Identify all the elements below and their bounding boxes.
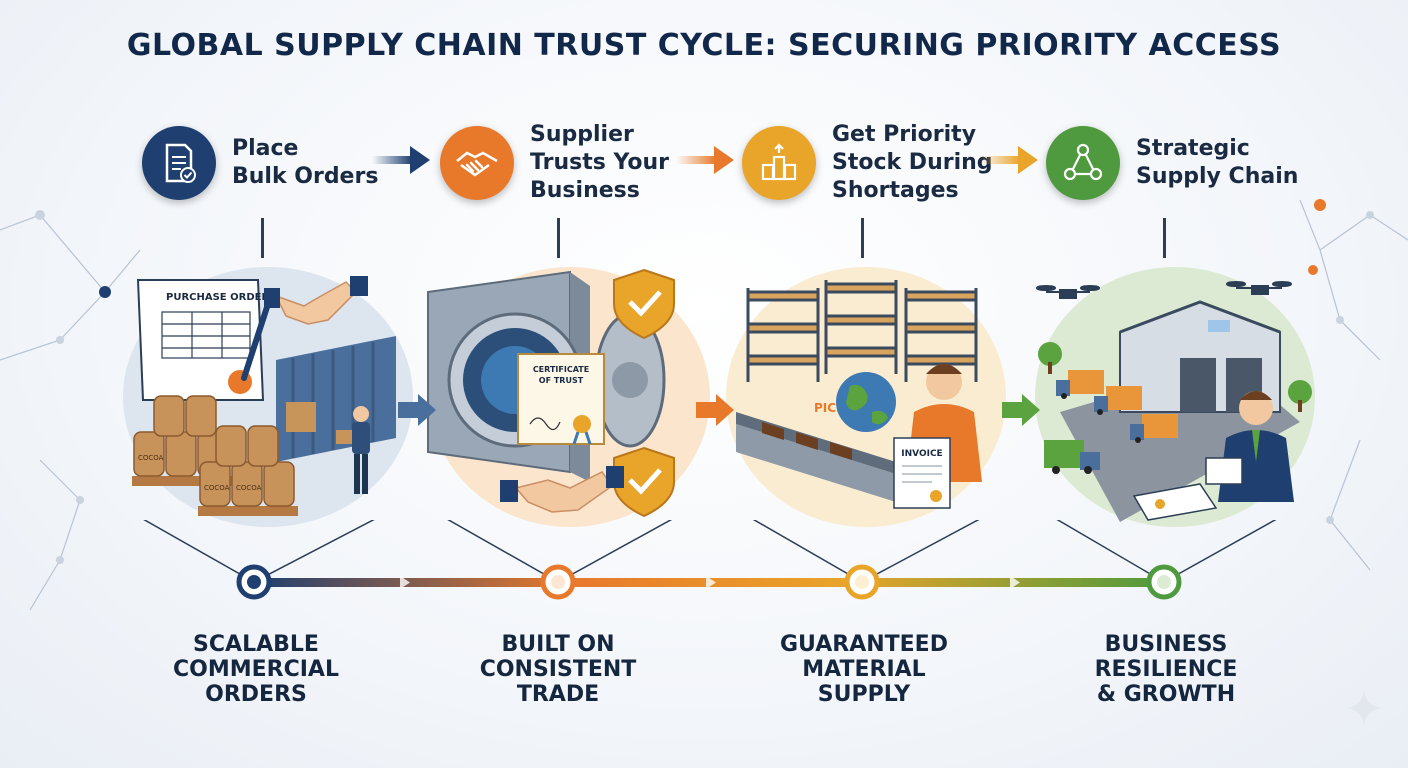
connector-line [861, 218, 864, 258]
drone-icon [1036, 285, 1100, 299]
timeline [143, 520, 1277, 600]
outcome-label: BUSINESS RESILIENCE & GROWTH [1094, 632, 1238, 707]
step-place-bulk-orders: Place Bulk Orders [142, 118, 378, 208]
invoice-title: INVOICE [901, 449, 942, 459]
arrow-step-2-3 [676, 146, 734, 174]
step-label: Supplier Trusts Your Business [530, 122, 670, 203]
businessman-figure [1205, 391, 1294, 502]
sack-label: COCOA [138, 454, 164, 462]
cocoa-sacks: COCOA COCOA COCOA [132, 395, 298, 516]
conveyor-belt: PICK [736, 401, 896, 502]
certificate-title: CERTIFICATE [533, 365, 589, 374]
warehouse-building [1119, 300, 1281, 413]
handshake-illustration [264, 276, 368, 325]
arrow-scene-2-3 [696, 394, 734, 426]
handshake-icon [440, 126, 514, 200]
sack-label: COCOA [204, 484, 230, 492]
timeline-node [1146, 564, 1182, 600]
scene-priority-stock: PICK INVOICE [726, 267, 1006, 527]
certificate-subtitle: OF TRUST [539, 376, 584, 385]
outcome-label: SCALABLE COMMERCIAL ORDERS [173, 632, 339, 707]
scene-bulk-orders: PURCHASE ORDER COCOA COCOA COCOA [123, 267, 413, 527]
page-title: GLOBAL SUPPLY CHAIN TRUST CYCLE: SECURIN… [126, 28, 1282, 63]
step-label: Strategic Supply Chain [1136, 136, 1299, 189]
document-check-icon [142, 126, 216, 200]
connector-line [261, 218, 264, 258]
sack-label: COCOA [236, 484, 262, 492]
shield-check-icon [613, 268, 675, 340]
clipboard-report [1132, 483, 1218, 521]
arrow-step-3-4 [980, 146, 1038, 174]
step-supplier-trusts: Supplier Trusts Your Business [440, 118, 669, 208]
delivery-trucks [1044, 370, 1178, 474]
timeline-node [540, 564, 576, 600]
sparkle-icon [1346, 690, 1382, 726]
certificate-of-trust: CERTIFICATE OF TRUST [517, 353, 605, 445]
scene-supplier-trust: CERTIFICATE OF TRUST [427, 267, 710, 527]
step-label: Get Priority Stock During Shortages [832, 122, 993, 203]
boxes-up-icon [742, 126, 816, 200]
step-priority-stock: Get Priority Stock During Shortages [742, 118, 993, 208]
step-label: Place Bulk Orders [232, 136, 379, 189]
connector-line [557, 218, 560, 258]
purchase-order-document: PURCHASE ORDER [136, 279, 271, 401]
arrow-step-1-2 [372, 146, 430, 174]
connector-line [1163, 218, 1166, 258]
scene-strategic-supply [1035, 267, 1315, 527]
drone-icon [1226, 281, 1292, 295]
warehouse-shelves [746, 280, 978, 382]
network-icon [1046, 126, 1120, 200]
timeline-node [236, 564, 272, 600]
tree-icon [1038, 342, 1312, 412]
outcome-label: BUILT ON CONSISTENT TRADE [479, 632, 637, 707]
handshake-illustration [500, 466, 624, 513]
arrow-scene-3-4 [1002, 394, 1040, 426]
step-strategic-supply-chain: Strategic Supply Chain [1046, 118, 1298, 208]
po-title: PURCHASE ORDER [166, 292, 269, 303]
arrow-scene-1-2 [398, 394, 436, 426]
timeline-node [844, 564, 880, 600]
worker-figure [336, 406, 370, 494]
invoice-document: INVOICE [893, 437, 951, 509]
outcome-label: GUARANTEED MATERIAL SUPPLY [780, 632, 948, 707]
globe-icon [836, 372, 896, 432]
